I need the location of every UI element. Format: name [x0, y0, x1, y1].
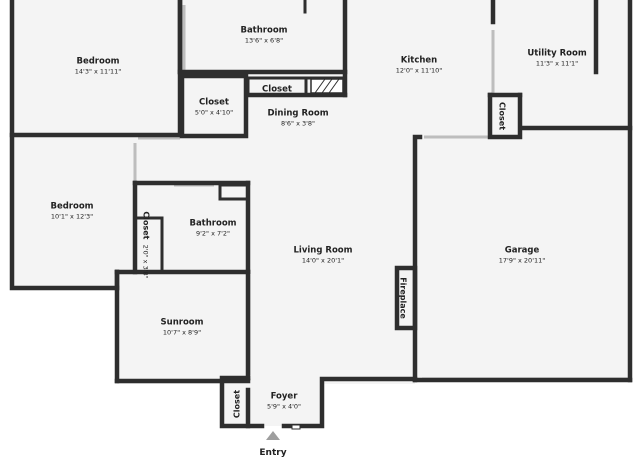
walls — [9, 0, 633, 429]
room-living: Living Room 14'0" x 20'1" — [294, 245, 353, 266]
vent — [310, 78, 344, 94]
room-bathroom-top: Bathroom 13'6" x 6'8" — [240, 25, 287, 46]
room-bedroom-main: Bedroom 14'3" x 11'11" — [75, 56, 121, 77]
room-garage: Garage 17'9" x 20'11" — [499, 245, 545, 266]
room-name: Utility Room — [527, 48, 587, 59]
room-dimensions: 13'6" x 6'8" — [244, 36, 284, 45]
room-name: Dining Room — [267, 108, 329, 119]
room-dining: Dining Room 8'6" x 3'8" — [267, 108, 328, 129]
room-closet-foyer: Closet — [225, 390, 244, 418]
room-dimensions: 5'0" x 4'10" — [194, 108, 234, 117]
room-dimensions: 14'0" x 20'1" — [301, 256, 345, 265]
room-name: Foyer — [270, 391, 298, 402]
room-kitchen: Kitchen 12'0" x 11'10" — [396, 55, 442, 76]
room-dimensions: 17'9" x 20'11" — [498, 256, 546, 265]
room-closet-kitchen: Closet — [496, 102, 515, 130]
room-name: Bathroom — [240, 25, 288, 36]
room-closet-small: Closet 2'0" x 3'8" — [140, 211, 159, 278]
room-dimensions: 11'3" x 11'1" — [535, 59, 579, 68]
room-name: Garage — [504, 245, 540, 256]
room-foyer: Foyer 5'9" x 4'0" — [267, 391, 301, 412]
room-closet-hall: Closet — [262, 77, 292, 96]
fireplace-label: Fireplace — [398, 277, 408, 319]
room-dimensions: 10'7" x 8'9" — [162, 328, 202, 337]
room-dimensions: 14'3" x 11'11" — [74, 67, 122, 76]
room-dimensions: 12'0" x 11'10" — [395, 66, 443, 75]
entry-arrow-icon — [266, 424, 301, 440]
room-name: Living Room — [293, 245, 353, 256]
entry-label: Entry — [259, 448, 287, 458]
room-dimensions: 8'6" x 3'8" — [280, 119, 316, 128]
room-name: Closet — [232, 389, 242, 419]
room-name: Closet — [199, 97, 229, 108]
room-dimensions: 9'2" x 7'2" — [195, 229, 231, 238]
fireplace: Fireplace — [397, 277, 416, 319]
room-dimensions: 10'1" x 12'3" — [50, 212, 94, 221]
room-dimensions: 2'0" x 3'8" — [141, 244, 150, 279]
room-name: Closet — [497, 101, 507, 131]
room-name: Bedroom — [76, 56, 120, 67]
room-name: Bathroom — [189, 218, 237, 229]
room-sunroom: Sunroom 10'7" x 8'9" — [161, 317, 204, 338]
room-name: Sunroom — [160, 317, 204, 328]
room-name: Kitchen — [400, 55, 438, 66]
room-bathroom-hall: Bathroom 9'2" x 7'2" — [189, 218, 236, 239]
room-name: Closet — [262, 84, 292, 95]
room-closet-bedroom: Closet 5'0" x 4'10" — [195, 97, 233, 118]
room-dimensions: 5'9" x 4'0" — [266, 402, 302, 411]
room-utility: Utility Room 11'3" x 11'1" — [527, 48, 586, 69]
room-bedroom-second: Bedroom 10'1" x 12'3" — [50, 201, 93, 222]
room-name: Closet — [141, 211, 151, 240]
room-name: Bedroom — [50, 201, 94, 212]
